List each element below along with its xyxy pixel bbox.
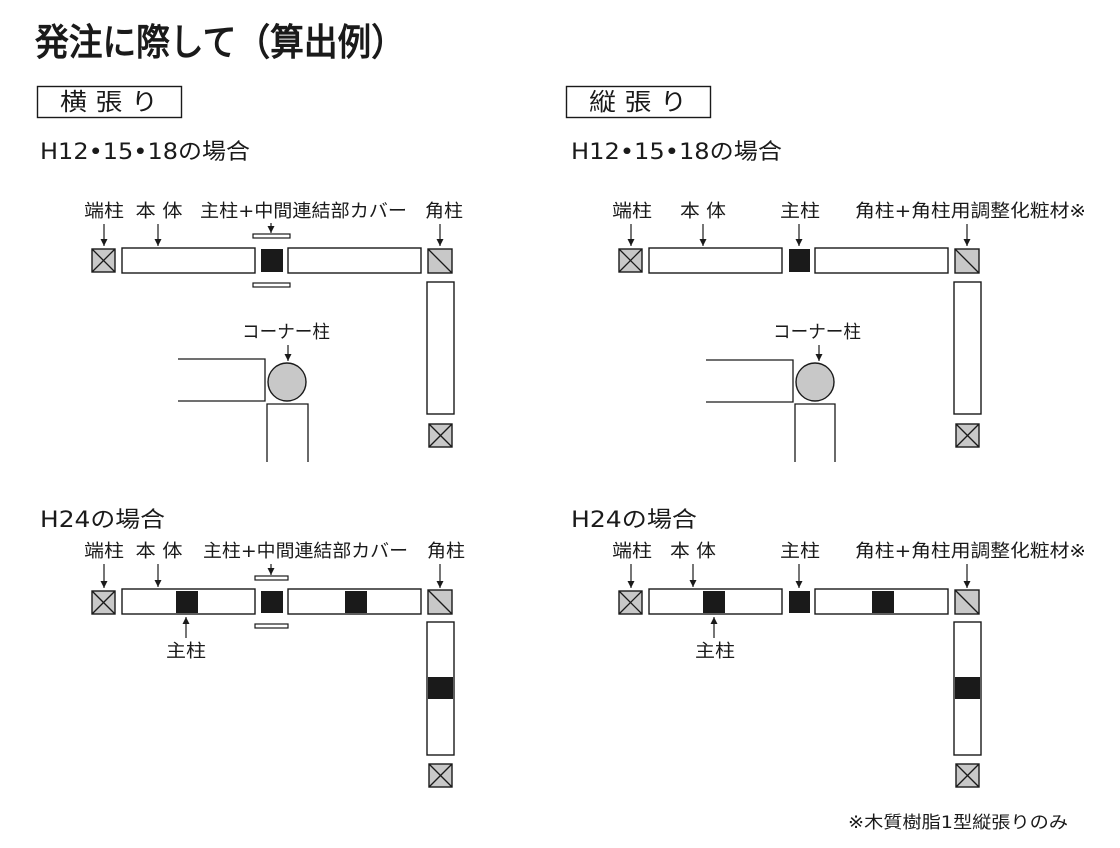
corner-body-horizontal xyxy=(178,358,266,402)
fence-body-panel xyxy=(287,247,422,274)
end-post-symbol xyxy=(955,763,980,788)
main-post-cover-label: 主柱+中間連結部カバー xyxy=(200,201,407,222)
vertical-h24-heading: H24の場合 xyxy=(571,508,697,533)
horizontal-h12-heading: H12•15•18の場合 xyxy=(40,140,250,165)
inner-main-post-label: 主柱 xyxy=(695,641,735,662)
inner-main-post-symbol xyxy=(703,591,725,613)
vertical-section-label: 縦 張 り xyxy=(589,88,687,116)
fence-body-panel xyxy=(814,247,949,274)
end-post-label: 端柱 xyxy=(84,201,124,222)
body-label: 本 体 xyxy=(680,201,726,222)
main-post-symbol xyxy=(261,591,283,613)
vertical-section: 縦 張 り H12•15•18の場合 端柱 本 体 主柱 角柱+角柱用調整化粧材… xyxy=(565,85,1086,788)
fence-body-panel xyxy=(121,247,256,274)
connector-cover-bottom xyxy=(252,282,291,288)
end-post-symbol xyxy=(428,763,453,788)
end-post-symbol xyxy=(428,423,453,448)
end-post-label: 端柱 xyxy=(612,201,652,222)
corner-pillar-label: コーナー柱 xyxy=(773,322,861,343)
main-post-label: 主柱 xyxy=(780,541,820,562)
horizontal-h12-diagram: H12•15•18の場合 端柱 本 体 主柱+中間連結部カバー 角柱 xyxy=(40,140,463,462)
end-post-symbol xyxy=(91,248,116,273)
footnote: ※木質樹脂1型縦張りのみ xyxy=(848,813,1068,833)
corner-pillar-symbol xyxy=(267,362,307,402)
body-label: 本 体 xyxy=(670,541,716,562)
vertical-h12-diagram: H12•15•18の場合 端柱 本 体 主柱 角柱+角柱用調整化粧材※ xyxy=(571,140,1086,462)
inner-main-post-symbol xyxy=(176,591,198,613)
main-post-symbol xyxy=(789,249,810,272)
main-post-symbol xyxy=(789,591,810,613)
end-post-label: 端柱 xyxy=(612,541,652,562)
horizontal-h24-heading: H24の場合 xyxy=(40,508,165,533)
corner-body-horizontal xyxy=(706,359,794,403)
inner-main-post-symbol xyxy=(428,677,453,699)
fence-body-panel xyxy=(648,247,783,274)
horizontal-section-label: 横 張 り xyxy=(60,88,158,116)
corner-post-label: 角柱+角柱用調整化粧材※ xyxy=(855,201,1086,222)
vertical-section-label-box xyxy=(565,85,712,119)
connector-cover-bottom xyxy=(254,623,289,629)
inner-main-post-symbol xyxy=(872,591,894,613)
horizontal-section-label-box xyxy=(36,85,183,119)
end-post-label: 端柱 xyxy=(84,541,124,562)
main-post-label: 主柱 xyxy=(780,201,820,222)
fence-body-panel-vertical xyxy=(426,281,455,415)
connector-cover-top xyxy=(254,575,289,581)
end-post-symbol xyxy=(955,423,980,448)
corner-post-symbol xyxy=(954,589,980,615)
body-label: 本 体 xyxy=(136,201,183,222)
corner-body-vertical xyxy=(266,403,309,462)
end-post-symbol xyxy=(618,590,643,615)
corner-post-label: 角柱+角柱用調整化粧材※ xyxy=(855,541,1086,562)
corner-post-symbol xyxy=(427,248,453,274)
inner-main-post-label: 主柱 xyxy=(166,641,206,662)
page-title: 発注に際して（算出例） xyxy=(34,21,405,64)
end-post-symbol xyxy=(91,590,116,615)
corner-post-symbol xyxy=(427,589,453,615)
vertical-h24-diagram: H24の場合 端柱 本 体 主柱 角柱+角柱用調整化粧材※ xyxy=(571,508,1086,788)
vertical-h12-heading: H12•15•18の場合 xyxy=(571,140,782,165)
inner-main-post-symbol xyxy=(955,677,980,699)
end-post-symbol xyxy=(618,248,643,273)
main-post-cover-label: 主柱+中間連結部カバー xyxy=(203,541,408,562)
body-label: 本 体 xyxy=(136,541,183,562)
corner-post-label: 角柱 xyxy=(427,541,465,562)
main-post-symbol xyxy=(261,249,283,272)
corner-pillar-symbol xyxy=(795,362,835,402)
connector-cover-top xyxy=(252,233,291,239)
corner-post-symbol xyxy=(954,248,980,274)
fence-body-panel-vertical xyxy=(953,281,982,415)
horizontal-h24-diagram: H24の場合 端柱 本 体 主柱+中間連結部カバー 角柱 xyxy=(40,508,465,788)
corner-pillar-label: コーナー柱 xyxy=(242,322,330,343)
horizontal-section: 横 張 り H12•15•18の場合 端柱 本 体 主柱+中間連結部カバー 角柱 xyxy=(36,85,465,788)
corner-post-label: 角柱 xyxy=(425,201,463,222)
corner-body-vertical xyxy=(794,403,836,462)
inner-main-post-symbol xyxy=(345,591,367,613)
